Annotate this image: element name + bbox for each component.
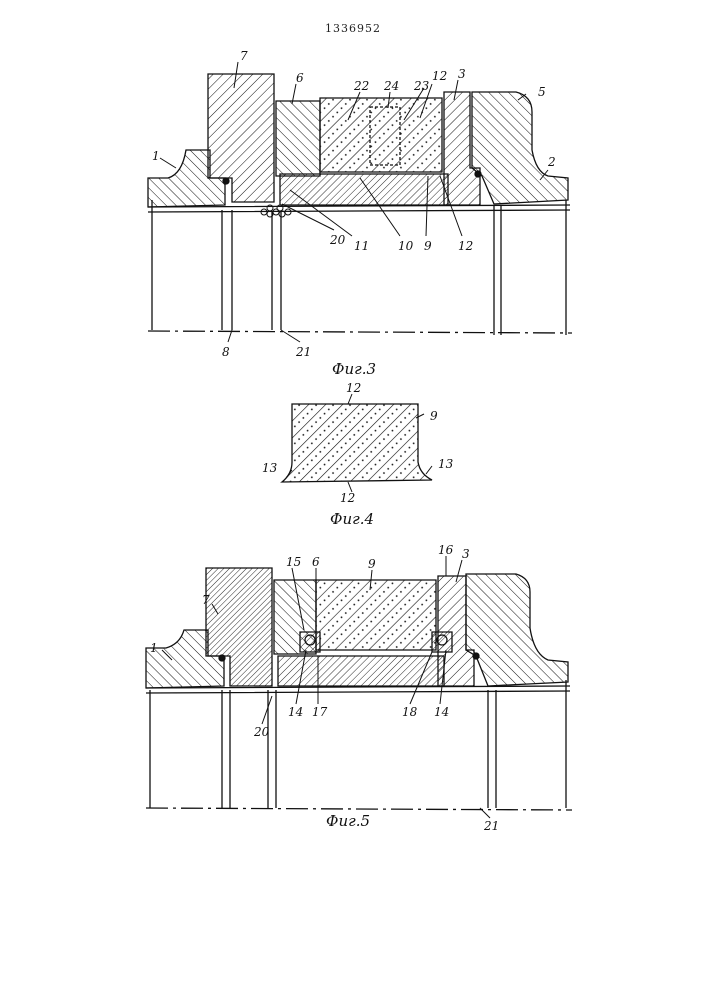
- fig5-seal-left: [219, 655, 225, 661]
- label-fig4-13a: 13: [262, 461, 278, 475]
- label-fig3-24: 24: [383, 79, 399, 93]
- label-fig3-23: 23: [413, 79, 430, 93]
- figure-3-caption: Фиг.3: [332, 360, 376, 378]
- fig5-right-flange: [466, 574, 568, 686]
- part-6-ring: [276, 101, 320, 176]
- figure-5: [146, 556, 572, 818]
- label-fig5-9: 9: [368, 557, 376, 571]
- label-fig5-20: 20: [253, 725, 270, 739]
- label-fig3-9: 9: [424, 239, 432, 253]
- label-fig3-10: 10: [398, 239, 414, 253]
- label-fig5-15: 15: [286, 555, 301, 569]
- label-fig3-5: 5: [538, 85, 546, 99]
- label-fig5-21: 21: [483, 819, 499, 833]
- label-fig5-6: 6: [312, 555, 320, 569]
- label-fig3-12a: 12: [432, 69, 447, 83]
- label-fig3-1: 1: [152, 149, 160, 163]
- label-fig3-2: 2: [547, 155, 556, 169]
- fig5-seal-right: [473, 653, 479, 659]
- part-10-sleeve: [280, 174, 448, 205]
- label-fig3-21: 21: [295, 345, 311, 359]
- label-fig5-3: 3: [462, 547, 470, 561]
- label-fig5-1: 1: [150, 641, 158, 655]
- part-9-packing-section: [282, 404, 432, 482]
- label-fig5-14a: 14: [288, 705, 303, 719]
- part-9-packing: [320, 98, 442, 172]
- label-fig3-12b: 12: [458, 239, 473, 253]
- pipe-inner-line: [148, 205, 570, 212]
- label-fig5-16: 16: [438, 543, 454, 557]
- fig5-part-9-packing: [316, 580, 436, 650]
- label-fig5-17: 17: [312, 705, 328, 719]
- fig5-pipe-inner-line: [146, 686, 570, 693]
- pipe-right-wall: [494, 200, 566, 335]
- pipe-left-wall: [152, 200, 232, 330]
- figure-4: [282, 394, 432, 492]
- label-fig5-7: 7: [202, 593, 210, 607]
- label-fig4-9: 9: [430, 409, 438, 423]
- figure-3: [148, 62, 572, 342]
- center-axis: [148, 331, 572, 333]
- figure-4-caption: Фиг.4: [330, 510, 374, 528]
- fig5-pipe-walls: [150, 680, 566, 808]
- document-number: 1336952: [325, 22, 381, 35]
- label-fig5-14b: 14: [434, 705, 449, 719]
- label-fig3-6: 6: [296, 71, 304, 85]
- label-fig3-20: 20: [329, 233, 346, 247]
- fig5-center-axis: [146, 808, 572, 810]
- label-fig5-18: 18: [402, 705, 418, 719]
- label-fig4-12b: 12: [340, 491, 355, 505]
- seal-right: [475, 171, 481, 177]
- figure-5-caption: Фиг.5: [326, 812, 370, 830]
- part-2-right-flange: [472, 92, 568, 204]
- label-fig3-11: 11: [354, 239, 369, 253]
- label-fig3-8: 8: [222, 345, 230, 359]
- label-fig3-3: 3: [458, 67, 466, 81]
- pipe-gap-lines: [272, 212, 281, 330]
- label-fig4-12a: 12: [346, 381, 361, 395]
- label-fig3-7: 7: [240, 49, 248, 63]
- label-fig3-22: 22: [353, 79, 369, 93]
- label-fig4-13b: 13: [438, 457, 454, 471]
- seal-left: [223, 178, 229, 184]
